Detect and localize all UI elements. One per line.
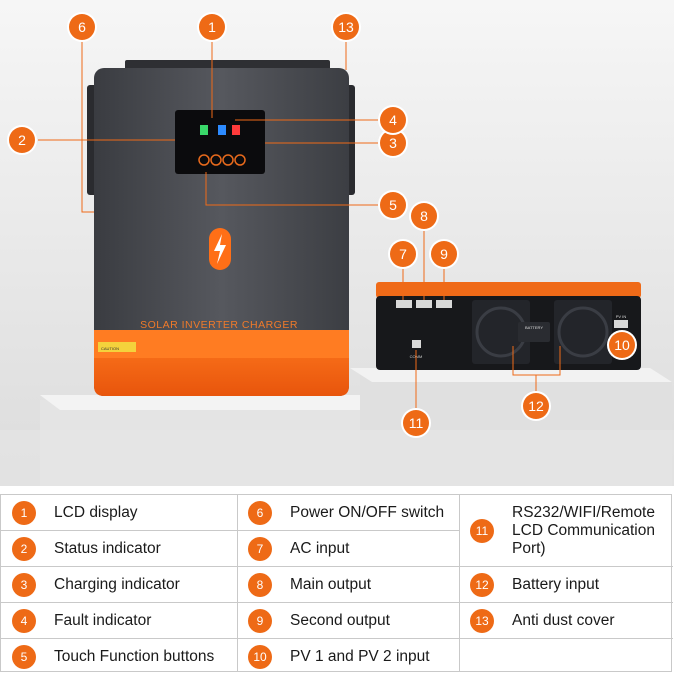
- callout-badge: 4: [380, 107, 406, 133]
- callout-badge: 12: [523, 393, 549, 419]
- touch-button: [198, 154, 210, 166]
- callout-badge: 8: [411, 203, 437, 229]
- callout-lines: [38, 40, 561, 410]
- battery-terminal: [518, 322, 550, 342]
- callout-badge: 10: [609, 332, 635, 358]
- svg-text:PV IN: PV IN: [616, 314, 627, 319]
- callout-badge: 1: [199, 14, 225, 40]
- callout-badge: 3: [380, 130, 406, 156]
- svg-text:CAUTION: CAUTION: [101, 346, 119, 351]
- callout-badge: 11: [403, 410, 429, 436]
- callout-badge: 7: [390, 241, 416, 267]
- callout-badge: 13: [333, 14, 359, 40]
- touch-button: [222, 154, 234, 166]
- svg-text:BATTERY: BATTERY: [525, 325, 543, 330]
- callout-badge: 6: [69, 14, 95, 40]
- comm-port: [412, 340, 421, 348]
- inverter-bottom-view: [376, 282, 641, 370]
- lcd-screen: [175, 110, 265, 174]
- touch-button: [234, 154, 246, 166]
- callout-badge: 5: [380, 192, 406, 218]
- touch-button: [210, 154, 222, 166]
- product-illustration: SOLAR INVERTER CHARGER CAUTION COMM BATT…: [0, 0, 674, 486]
- product-name-label: SOLAR INVERTER CHARGER: [140, 319, 298, 331]
- callout-badge: 2: [9, 127, 35, 153]
- callout-badge: 9: [431, 241, 457, 267]
- caution-sticker: [98, 342, 136, 352]
- inverter-front-view: [87, 60, 355, 396]
